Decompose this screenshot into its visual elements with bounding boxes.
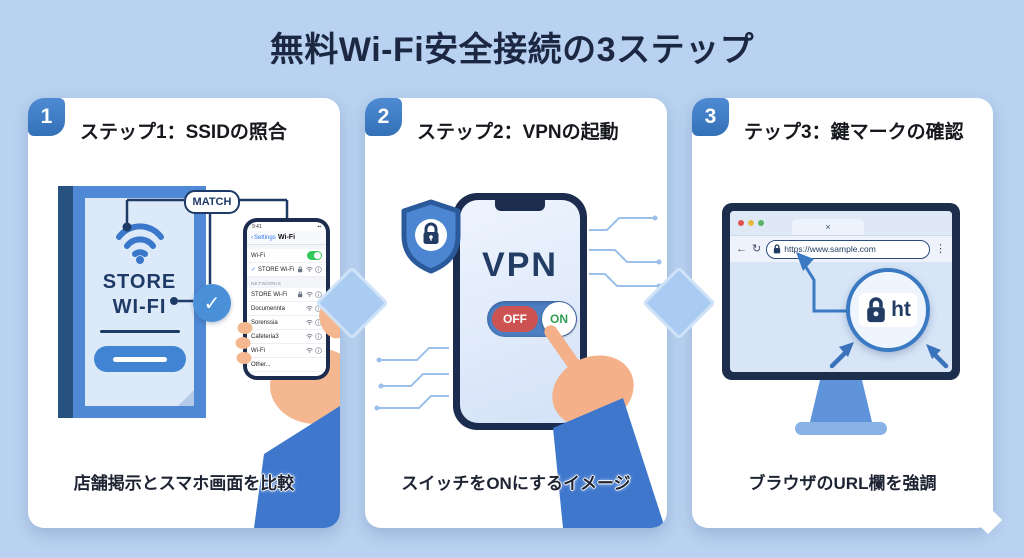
wifi-toggle-on[interactable]	[307, 251, 322, 260]
step-1-caption: 店舗掲示とスマホ画面を比較	[73, 474, 295, 493]
magnified-url-band: ht	[859, 293, 917, 327]
match-label: MATCH	[184, 190, 240, 214]
match-connector-lines	[122, 198, 289, 305]
poster-fold-corner	[178, 390, 194, 406]
store-sign-spine	[58, 186, 73, 418]
network-name: Sorenssia	[251, 319, 278, 326]
step-3-card: 3 テップ3：鍵マークの確認 × ← ↻	[692, 98, 993, 528]
network-row[interactable]: Cafeteria3	[247, 330, 326, 344]
magnified-lock-icon	[867, 297, 885, 323]
step-1-card: 1 ステップ1：SSIDの照合 STORE WI-FI MATCH ✓	[28, 98, 340, 528]
status-bar: 9:41 ▪▪	[247, 222, 326, 231]
network-row[interactable]: Documennta	[247, 302, 326, 316]
refresh-icon[interactable]: ↻	[752, 242, 762, 255]
url-bar[interactable]: https://www.sample.com	[766, 239, 930, 259]
chevron-left-icon: ‹	[251, 234, 253, 241]
sign-button-line	[113, 356, 167, 362]
vpn-label: VPN	[482, 246, 558, 284]
wifi-row-label: Wi-Fi	[251, 252, 265, 259]
smartphone-1: 9:41 ▪▪ ‹ Settings Wi-Fi Wi-Fi ✓ STORE W…	[243, 218, 330, 380]
step-1-number-badge: 1	[28, 98, 65, 136]
monitor-stand-neck	[810, 380, 872, 422]
network-row[interactable]: STORE Wi-Fi	[247, 288, 326, 302]
connected-network-row[interactable]: ✓ STORE Wi-Fi	[247, 263, 326, 277]
browser-toolbar: ← ↻ https://www.sample.com ⋮	[730, 235, 952, 262]
wifi-switch-row[interactable]: Wi-Fi	[247, 249, 326, 263]
step-2-card: 2 ステップ2：VPNの起動 VPN OFF ON	[365, 98, 667, 528]
network-name: Documennta	[251, 305, 286, 312]
sign-divider	[100, 330, 180, 333]
close-window-dot[interactable]	[738, 220, 744, 226]
step-2-title: ステップ2：VPNの起動	[417, 122, 619, 143]
networks-section-header: NETWORKS	[247, 277, 326, 288]
store-wifi-sign-text: STORE WI-FI	[85, 270, 194, 320]
pointing-hand	[544, 325, 665, 528]
other-network-row[interactable]: Other...	[247, 358, 326, 372]
maximize-window-dot[interactable]	[758, 220, 764, 226]
settings-nav-bar: ‹ Settings Wi-Fi	[247, 231, 326, 245]
toggle-knob	[314, 252, 322, 260]
status-time: 9:41	[252, 223, 262, 230]
network-row[interactable]: Sorenssia	[247, 316, 326, 330]
shield-lock-icon	[401, 199, 461, 274]
step-3-number-badge: 3	[692, 98, 729, 136]
step-3-caption: ブラウザのURL欄を強調	[748, 474, 937, 493]
magnified-url-text: ht	[891, 298, 911, 321]
network-name: STORE Wi-Fi	[251, 291, 288, 298]
magnifier-circle: ht	[846, 268, 930, 352]
page-title: 無料Wi-Fi安全接続の3ステップ	[269, 31, 755, 69]
vpn-on-button[interactable]: ON	[542, 302, 576, 336]
back-label: Settings	[254, 234, 276, 241]
sign-line-1: STORE	[102, 271, 177, 293]
back-icon[interactable]: ←	[736, 242, 747, 255]
vpn-off-button[interactable]: OFF	[492, 306, 538, 332]
minimize-window-dot[interactable]	[748, 220, 754, 226]
step-1-title: ステップ1：SSIDの照合	[80, 122, 287, 143]
step-2-number-badge: 2	[365, 98, 402, 136]
browser-tab[interactable]: ×	[792, 219, 864, 235]
https-lock-icon	[774, 244, 781, 254]
monitor-stand-base	[795, 422, 887, 435]
connected-network-name: STORE Wi-Fi	[258, 266, 295, 273]
circuit-lines	[374, 215, 662, 411]
connected-check-icon: ✓	[251, 267, 257, 273]
url-text: https://www.sample.com	[784, 244, 876, 254]
status-icons: ▪▪	[317, 223, 321, 230]
network-row[interactable]: Wi-Fi	[247, 344, 326, 358]
other-label: Other...	[251, 361, 271, 368]
tab-close-icon[interactable]: ×	[825, 222, 831, 232]
back-to-settings-button[interactable]: ‹ Settings	[251, 235, 276, 241]
step-2-caption: スイッチをONにするイメージ	[401, 474, 631, 493]
sign-button-shape	[94, 346, 186, 372]
step-3-title: テップ3：鍵マークの確認	[744, 122, 964, 143]
network-name: Cafeteria3	[251, 333, 279, 340]
highlight-arrows	[796, 252, 949, 369]
browser-chrome-bar: ×	[730, 211, 952, 235]
phone-notch	[495, 200, 545, 211]
group-gap	[247, 245, 326, 249]
more-menu-icon[interactable]: ⋮	[935, 242, 946, 255]
vpn-toggle[interactable]: OFF ON	[487, 301, 577, 337]
network-name: Wi-Fi	[251, 347, 265, 354]
match-check-icon: ✓	[193, 284, 231, 322]
screen-title: Wi-Fi	[277, 234, 296, 241]
wifi-settings-screen: 9:41 ▪▪ ‹ Settings Wi-Fi Wi-Fi ✓ STORE W…	[247, 222, 326, 376]
wifi-icon	[116, 223, 164, 264]
hand-fingers	[235, 301, 340, 364]
sign-line-2: WI-FI	[112, 296, 167, 318]
